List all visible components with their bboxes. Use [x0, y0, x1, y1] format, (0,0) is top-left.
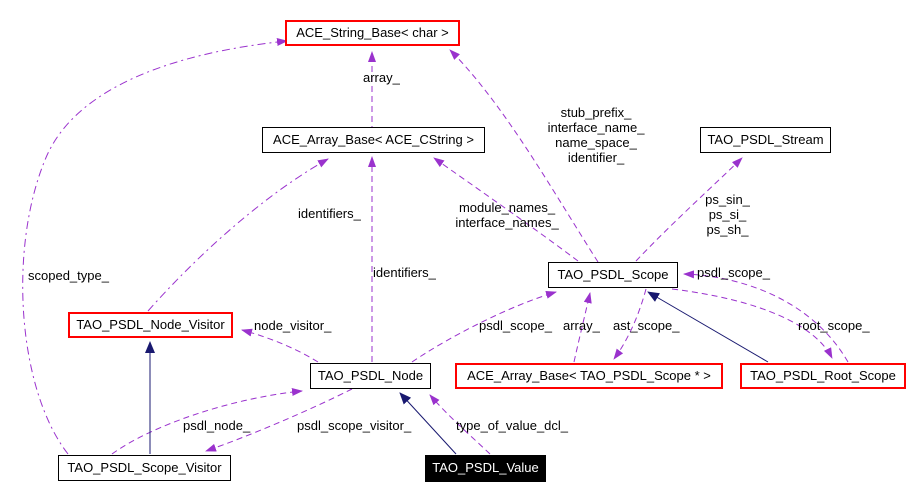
inherit-rootscope-to-scope	[647, 291, 769, 363]
edge-label-identifiers-left: identifiers_	[298, 206, 361, 221]
edge-label-array-mid: array_	[563, 318, 600, 333]
class-node-ace-array-base-cstring[interactable]: ACE_Array_Base< ACE_CString >	[262, 127, 485, 153]
class-node-tao-psdl-node-visitor[interactable]: TAO_PSDL_Node_Visitor	[68, 312, 233, 338]
edge-label-array-top: array_	[363, 70, 400, 85]
edge-label-psdl-scope-visitor: psdl_scope_visitor_	[297, 418, 412, 433]
edge-label-psdl-scope-mid: psdl_scope_	[479, 318, 552, 333]
edge-node-to-scope	[411, 291, 557, 363]
edge-label-identifiers-mid: identifiers_	[373, 265, 436, 280]
edge-scope-to-stringbase	[449, 49, 599, 263]
edge-scopevisitor-to-node	[111, 388, 303, 455]
class-node-ace-array-base-scope[interactable]: ACE_Array_Base< TAO_PSDL_Scope * >	[455, 363, 723, 389]
edge-node-to-scopevisitor	[205, 388, 353, 452]
edge-scope-to-rootscope	[671, 288, 833, 359]
class-node-tao-psdl-scope-visitor[interactable]: TAO_PSDL_Scope_Visitor	[58, 455, 231, 481]
edge-label-psdl-node: psdl_node_	[183, 418, 251, 433]
edge-scope-to-stream	[635, 157, 743, 262]
edge-label-scoped-type: scoped_type_	[28, 268, 109, 283]
edge-value-to-node-typeofvalue	[429, 394, 491, 455]
edge-arrayscope-to-scope	[573, 292, 592, 363]
edge-label-ast-scope: ast_scope_	[613, 318, 680, 333]
edge-rootscope-to-scope-psdlscope	[683, 270, 849, 363]
edge-label-module-block: module_names_ interface_names_	[455, 200, 559, 230]
edge-label-root-scope: root_scope_	[798, 318, 870, 333]
edge-node-to-nodevisitor	[241, 328, 319, 363]
edge-label-type-of-value-dcl: type_of_value_dcl_	[456, 418, 569, 433]
edge-nodevisitor-to-arraycstring	[147, 158, 329, 312]
edge-label-ps-block: ps_sin_ ps_si_ ps_sh_	[705, 192, 750, 237]
class-node-tao-psdl-node[interactable]: TAO_PSDL_Node	[310, 363, 431, 389]
edge-scopevisitor-to-stringbase	[22, 38, 288, 455]
class-node-tao-psdl-root-scope[interactable]: TAO_PSDL_Root_Scope	[740, 363, 906, 389]
class-node-tao-psdl-scope[interactable]: TAO_PSDL_Scope	[548, 262, 678, 288]
edge-scope-to-arrayscope	[613, 288, 647, 360]
class-node-tao-psdl-stream[interactable]: TAO_PSDL_Stream	[700, 127, 831, 153]
class-node-tao-psdl-value: TAO_PSDL_Value	[425, 455, 546, 482]
edge-label-node-visitor: node_visitor_	[254, 318, 332, 333]
edge-label-stub-block: stub_prefix_ interface_name_ name_space_…	[547, 105, 645, 165]
inherit-value-to-node	[399, 392, 457, 455]
edge-scope-to-arraycstring	[433, 157, 579, 262]
edge-label-psdl-scope-right: psdl_scope_	[697, 265, 770, 280]
class-node-ace-string-base[interactable]: ACE_String_Base< char >	[285, 20, 460, 46]
